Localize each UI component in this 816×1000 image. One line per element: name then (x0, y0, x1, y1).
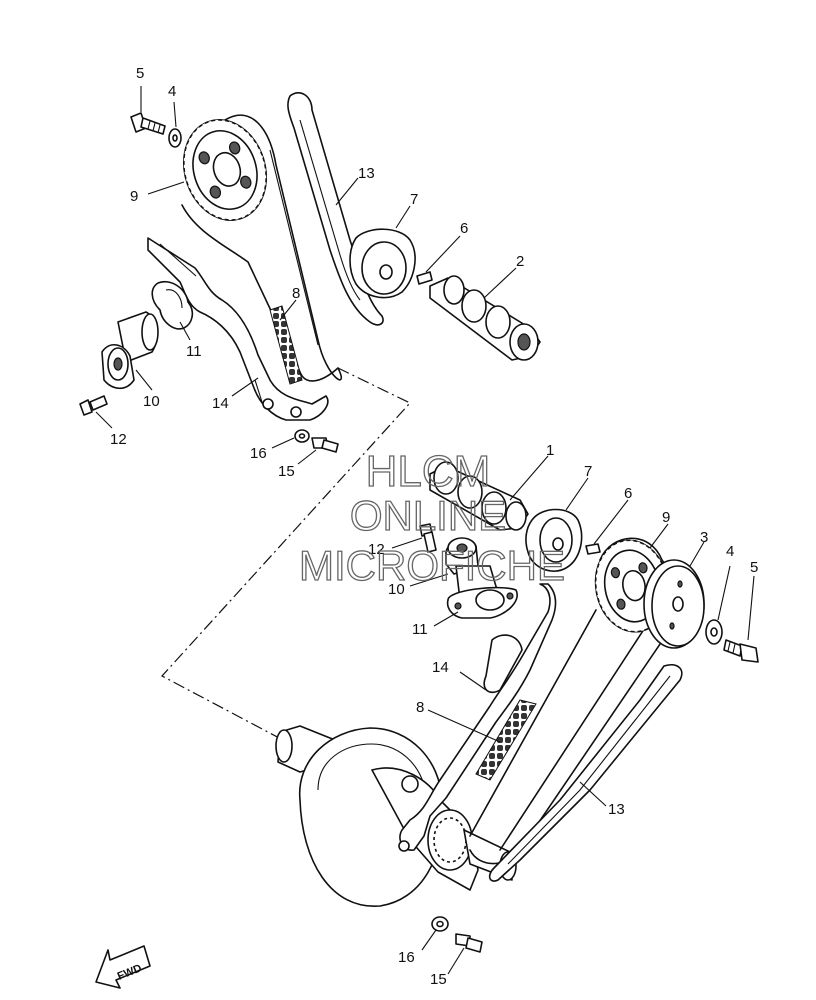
callout-4-bottom: 4 (726, 543, 734, 560)
callout-5-bottom: 5 (750, 559, 758, 576)
cam-sprocket-top (183, 119, 267, 221)
leader-lines-top (95, 86, 517, 465)
callout-11-top: 11 (186, 343, 202, 360)
callout-16-bottom: 16 (398, 949, 415, 966)
callout-7-bottom: 7 (584, 463, 592, 480)
chain-tensioner-bottom (445, 537, 518, 619)
callout-6-top: 6 (460, 220, 468, 237)
guide-bolt-bottom (455, 933, 483, 953)
watermark-line-3: MICROFICHE (299, 542, 565, 589)
callout-15-bottom: 15 (430, 971, 447, 988)
callout-12-bottom: 12 (368, 541, 385, 558)
callout-9-top: 9 (130, 188, 138, 205)
chain-guide-exhaust-top (287, 92, 384, 326)
guide-bolt-top (311, 437, 339, 453)
callout-6-bottom: 6 (624, 485, 632, 502)
callout-15-top: 15 (278, 463, 295, 480)
cam-chain-segment-top (269, 305, 303, 385)
callout-16-top: 16 (250, 445, 267, 462)
chain-guide-intake-bottom (399, 583, 557, 851)
callout-8-top: 8 (292, 285, 300, 302)
callout-labels: 5 4 9 13 7 6 2 8 11 10 14 12 16 15 1 7 6… (110, 65, 758, 988)
cam-chain-segment-bottom (475, 699, 537, 781)
decompression-plate-bottom (525, 508, 583, 572)
top-assembly (79, 86, 541, 741)
fwd-arrow-icon (95, 945, 151, 989)
callout-2: 2 (516, 253, 524, 270)
chain-guide-exhaust-bottom (488, 664, 683, 882)
decompression-plate-top (349, 228, 416, 299)
callout-8-bottom: 8 (416, 699, 424, 716)
sprocket-cover-plate (643, 559, 705, 649)
bottom-assembly (275, 455, 759, 975)
callout-12-top: 12 (110, 431, 127, 448)
chain-guide-intake-top (147, 237, 329, 421)
assembly-dashdot-line (161, 367, 411, 741)
callout-5-top: 5 (136, 65, 144, 82)
camshaft-top (429, 275, 541, 361)
callout-7-top: 7 (410, 191, 418, 208)
callout-10-top: 10 (143, 393, 160, 410)
watermark: HLCM ONLINE MICROFICHE (298, 446, 565, 589)
sprocket-bolt-top (130, 112, 166, 135)
chain-tensioner-top (101, 281, 194, 390)
callout-14-top: 14 (212, 395, 229, 412)
sprocket-bolt-bottom (723, 639, 759, 663)
callout-13-top: 13 (358, 165, 375, 182)
callout-14-bottom: 14 (432, 659, 449, 676)
callout-3: 3 (700, 529, 708, 546)
dowel-pin-top (416, 271, 433, 285)
callout-11-bottom: 11 (412, 621, 428, 638)
callout-13-bottom: 13 (608, 801, 625, 818)
tensioner-bolt-bottom (419, 523, 437, 553)
tensioner-bolt-top (79, 395, 108, 416)
callout-4-top: 4 (168, 83, 176, 100)
cam-chain-outline-top (181, 114, 343, 382)
fwd-arrow: FWD (95, 945, 151, 989)
crankshaft (275, 725, 517, 907)
callout-9-bottom: 9 (662, 509, 670, 526)
callout-10-bottom: 10 (388, 581, 405, 598)
watermark-line-2: ONLINE (350, 492, 506, 539)
dowel-pin-bottom (585, 543, 601, 555)
callout-1: 1 (546, 442, 554, 459)
cam-chain-outline-bottom (469, 537, 691, 865)
leader-lines-bottom (391, 455, 755, 975)
watermark-line-1: HLCM (366, 447, 491, 496)
camshaft-bottom (429, 461, 529, 531)
